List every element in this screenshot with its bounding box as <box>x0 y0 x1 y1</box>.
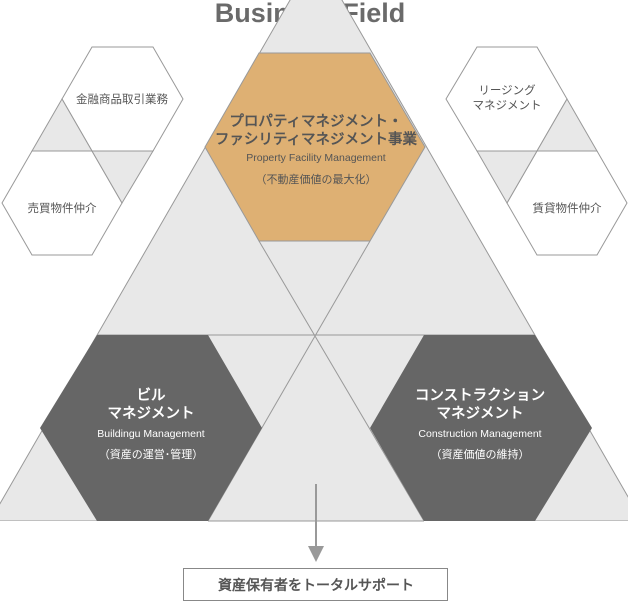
hex-building-management: ビル マネジメント Buildingu Management （資産の運営･管理… <box>40 335 262 521</box>
hex-shape <box>204 52 426 242</box>
hex-shape <box>40 335 262 521</box>
left-small-hex-group: 金融商品取引業務 売買物件仲介 <box>1 46 184 256</box>
gray-triangle <box>536 97 598 152</box>
center-subtitle: （不動産価値の最大化） <box>256 172 377 186</box>
result-box: 資産保有者をトータルサポート <box>183 568 448 601</box>
construction-english: Construction Management <box>418 428 541 440</box>
label-sales-brokerage: 売買物件仲介 <box>28 201 97 215</box>
label-financial: 金融商品取引業務 <box>76 92 168 106</box>
building-title-line2: マネジメント <box>108 405 195 422</box>
center-title-line1: プロパティマネジメント・ <box>229 113 402 130</box>
center-title-line2: ファシリティマネジメント事業 <box>215 130 418 148</box>
gray-triangle <box>31 97 93 152</box>
building-title-line1: ビル <box>137 387 166 404</box>
construction-title-line2: マネジメント <box>437 405 524 422</box>
building-english: Buildingu Management <box>97 428 204 440</box>
construction-title-line1: コンストラクション <box>415 387 545 404</box>
label-leasing-line2: マネジメント <box>473 99 542 112</box>
label-leasing-line1: リージング <box>478 83 536 97</box>
label-rental-brokerage: 賃貸物件仲介 <box>533 201 602 215</box>
building-subtitle: （資産の運営･管理） <box>99 447 204 461</box>
construction-subtitle: （資産価値の維持） <box>431 447 530 461</box>
gray-triangle <box>91 150 154 204</box>
hex-construction-management: コンストラクション マネジメント Construction Management… <box>370 335 592 521</box>
hex-shape <box>370 335 592 521</box>
center-english: Property Facility Management <box>246 152 386 164</box>
gray-triangle <box>476 150 538 205</box>
hex-property-facility: プロパティマネジメント・ ファシリティマネジメント事業 Property Fac… <box>204 52 426 242</box>
right-small-hex-group: リージング マネジメント 賃貸物件仲介 <box>445 46 628 256</box>
result-text: 資産保有者をトータルサポート <box>218 577 414 593</box>
down-arrow-icon <box>308 484 324 562</box>
divider-line <box>258 240 425 522</box>
